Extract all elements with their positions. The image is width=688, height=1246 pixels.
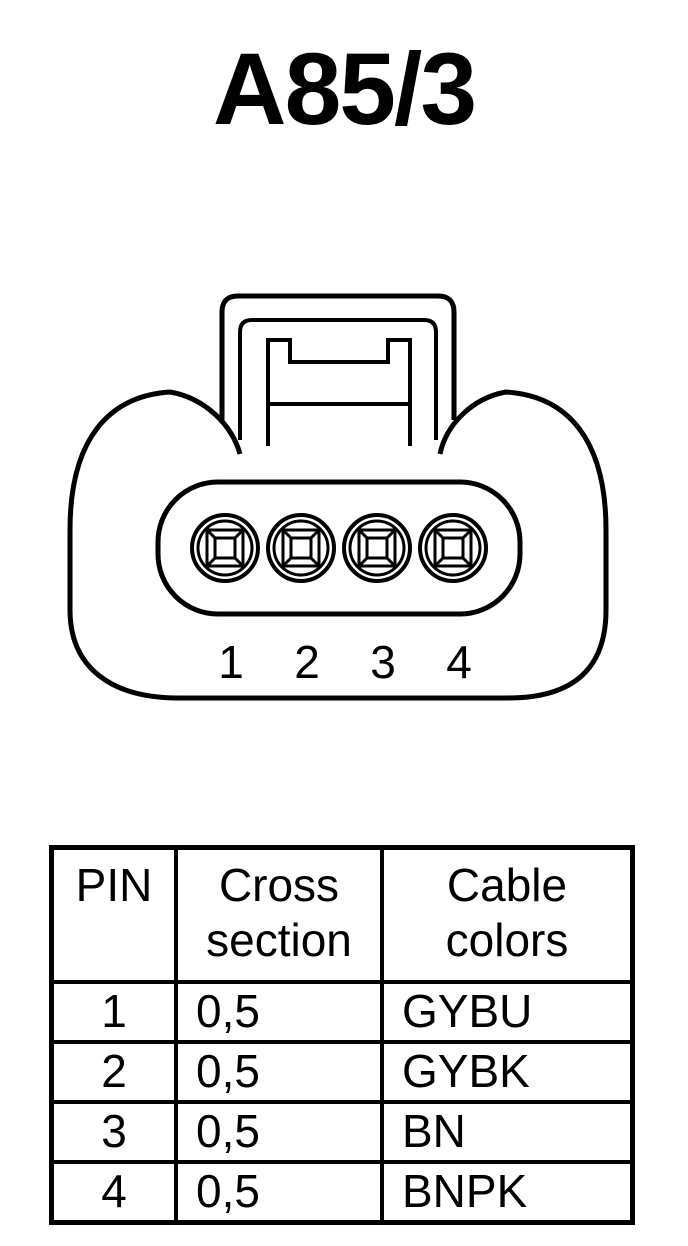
pin-terminal-2 <box>266 513 336 583</box>
cross-section-cell: 0,5 <box>174 980 384 1044</box>
cable-color-cell: GYBU <box>380 980 635 1044</box>
pin-number-label: 1 <box>218 636 244 688</box>
table-row: 1 0,5 GYBU <box>49 980 635 1044</box>
table-row: 4 0,5 BNPK <box>49 1160 635 1225</box>
table-row: 2 0,5 GYBK <box>49 1040 635 1104</box>
cross-section-cell: 0,5 <box>174 1160 384 1225</box>
pin-assignment-table: PIN Cross section Cable colors 1 0,5 GYB… <box>49 845 635 1225</box>
pin-terminal-1 <box>190 513 260 583</box>
pin-cell: 1 <box>49 980 178 1044</box>
pin-number-label: 3 <box>370 636 396 688</box>
connector-latch <box>219 293 457 420</box>
pin-cavity <box>155 479 523 617</box>
pin-number-label: 4 <box>446 636 472 688</box>
cable-color-cell: BNPK <box>380 1160 635 1225</box>
pin-cell: 4 <box>49 1160 178 1225</box>
pin-terminal-3 <box>342 513 412 583</box>
cross-section-cell: 0,5 <box>174 1040 384 1104</box>
cross-section-cell: 0,5 <box>174 1100 384 1164</box>
connector-latch-tab <box>266 338 412 446</box>
table-header-row: PIN Cross section Cable colors <box>49 845 635 984</box>
header-cross-section: Cross section <box>174 845 384 984</box>
cable-color-cell: BN <box>380 1100 635 1164</box>
connector-latch-inner <box>238 318 438 440</box>
pin-number-label: 2 <box>294 636 320 688</box>
pin-cell: 3 <box>49 1100 178 1164</box>
table-row: 3 0,5 BN <box>49 1100 635 1164</box>
pin-cell: 2 <box>49 1040 178 1104</box>
header-pin: PIN <box>49 845 178 984</box>
connector-title: A85/3 <box>212 32 477 146</box>
header-cable-colors: Cable colors <box>380 845 635 984</box>
pin-terminal-4 <box>418 513 488 583</box>
connector-housing <box>67 389 609 701</box>
cable-color-cell: GYBK <box>380 1040 635 1104</box>
